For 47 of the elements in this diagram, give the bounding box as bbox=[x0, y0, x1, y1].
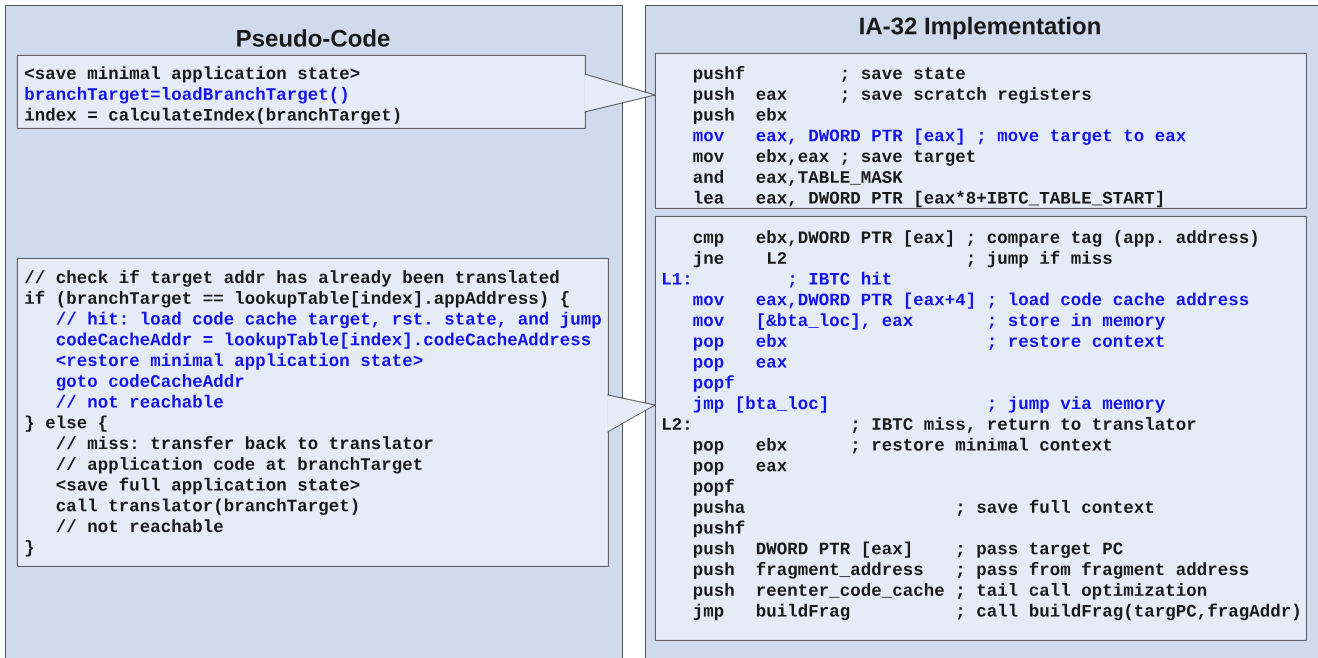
code-line: // check if target addr has already been translated bbox=[24, 270, 559, 287]
code-line: <save minimal application state> bbox=[25, 66, 360, 83]
code-line: // application code at branchTarget bbox=[56, 457, 422, 474]
code-line: // not reachable bbox=[56, 394, 223, 408]
code-line: L1: ; IBTC hit bbox=[663, 271, 891, 288]
code-line: <restore minimal application state> bbox=[56, 353, 423, 370]
code-line: <save full application state> bbox=[56, 477, 360, 495]
code-line: jmp [bta_loc] ; jump via memory bbox=[693, 396, 1165, 413]
code-line: if (branchTarget == lookupTable[index].appAddress) { bbox=[25, 290, 569, 308]
code-line: pop eax bbox=[693, 358, 787, 372]
code-line: pop ebx ; restore minimal context bbox=[693, 437, 1112, 455]
code-line: push eax ; save scratch registers bbox=[693, 87, 1091, 104]
code-line: lea eax, DWORD PTR [eax*8+IBTC_TABLE_START] bbox=[694, 190, 1163, 208]
code-line: jne L2 ; jump if miss bbox=[693, 250, 1112, 268]
code-line: and eax,TABLE_MASK bbox=[693, 170, 903, 186]
code-line: } else { bbox=[25, 415, 107, 432]
code-line: goto codeCacheAddr bbox=[56, 374, 244, 391]
code-line: pusha ; save full context bbox=[693, 499, 1154, 517]
panel-title: IA-32 Implementation bbox=[860, 16, 1100, 40]
code-line: } bbox=[25, 540, 34, 557]
code-line: push ebx bbox=[693, 107, 787, 125]
code-line: pop ebx ; restore context bbox=[693, 334, 1164, 351]
code-line: mov ebx,eax ; save target bbox=[693, 149, 975, 166]
code-line: mov [&bta_loc], eax ; store in memory bbox=[693, 313, 1165, 330]
code-line: codeCacheAddr = lookupTable[index].codeCacheAddress bbox=[56, 332, 591, 349]
code-line: mov eax, DWORD PTR [eax] ; move target to eax bbox=[693, 128, 1186, 145]
code-line: cmp ebx,DWORD PTR [eax] ; compare tag (app. address) bbox=[693, 230, 1257, 247]
code-line: index = calculateIndex(branchTarget) bbox=[25, 107, 400, 125]
callout-pointer bbox=[584, 73, 656, 113]
code-line: push reenter_code_cache ; tail call optimization bbox=[693, 583, 1207, 600]
code-line: pushf ; save state bbox=[693, 66, 965, 83]
code-line: pushf bbox=[693, 520, 745, 538]
code-line: // hit: load code cache target, rst. state, and jump bbox=[56, 311, 601, 329]
panel-title: Pseudo-Code bbox=[237, 29, 390, 47]
code-line: popf bbox=[693, 375, 734, 392]
code-line: push DWORD PTR [eax] ; pass target PC bbox=[693, 541, 1123, 558]
code-line: push fragment_address ; pass from fragment address bbox=[693, 562, 1249, 579]
code-line: branchTarget=loadBranchTarget() bbox=[25, 87, 347, 104]
code-line: popf bbox=[693, 479, 734, 496]
callout-pointer bbox=[607, 394, 656, 433]
code-line: // miss: transfer back to translator bbox=[56, 436, 433, 450]
code-line: call translator(branchTarget) bbox=[56, 498, 358, 515]
code-line: L2: ; IBTC miss, return to translator bbox=[663, 417, 1196, 433]
code-line: // not reachable bbox=[56, 519, 223, 533]
code-line: mov eax,DWORD PTR [eax+4] ; load code cache address bbox=[693, 292, 1249, 309]
code-line: jmp buildFrag ; call buildFrag(targPC,fragAddr) bbox=[693, 603, 1299, 621]
code-line: pop eax bbox=[693, 461, 787, 475]
